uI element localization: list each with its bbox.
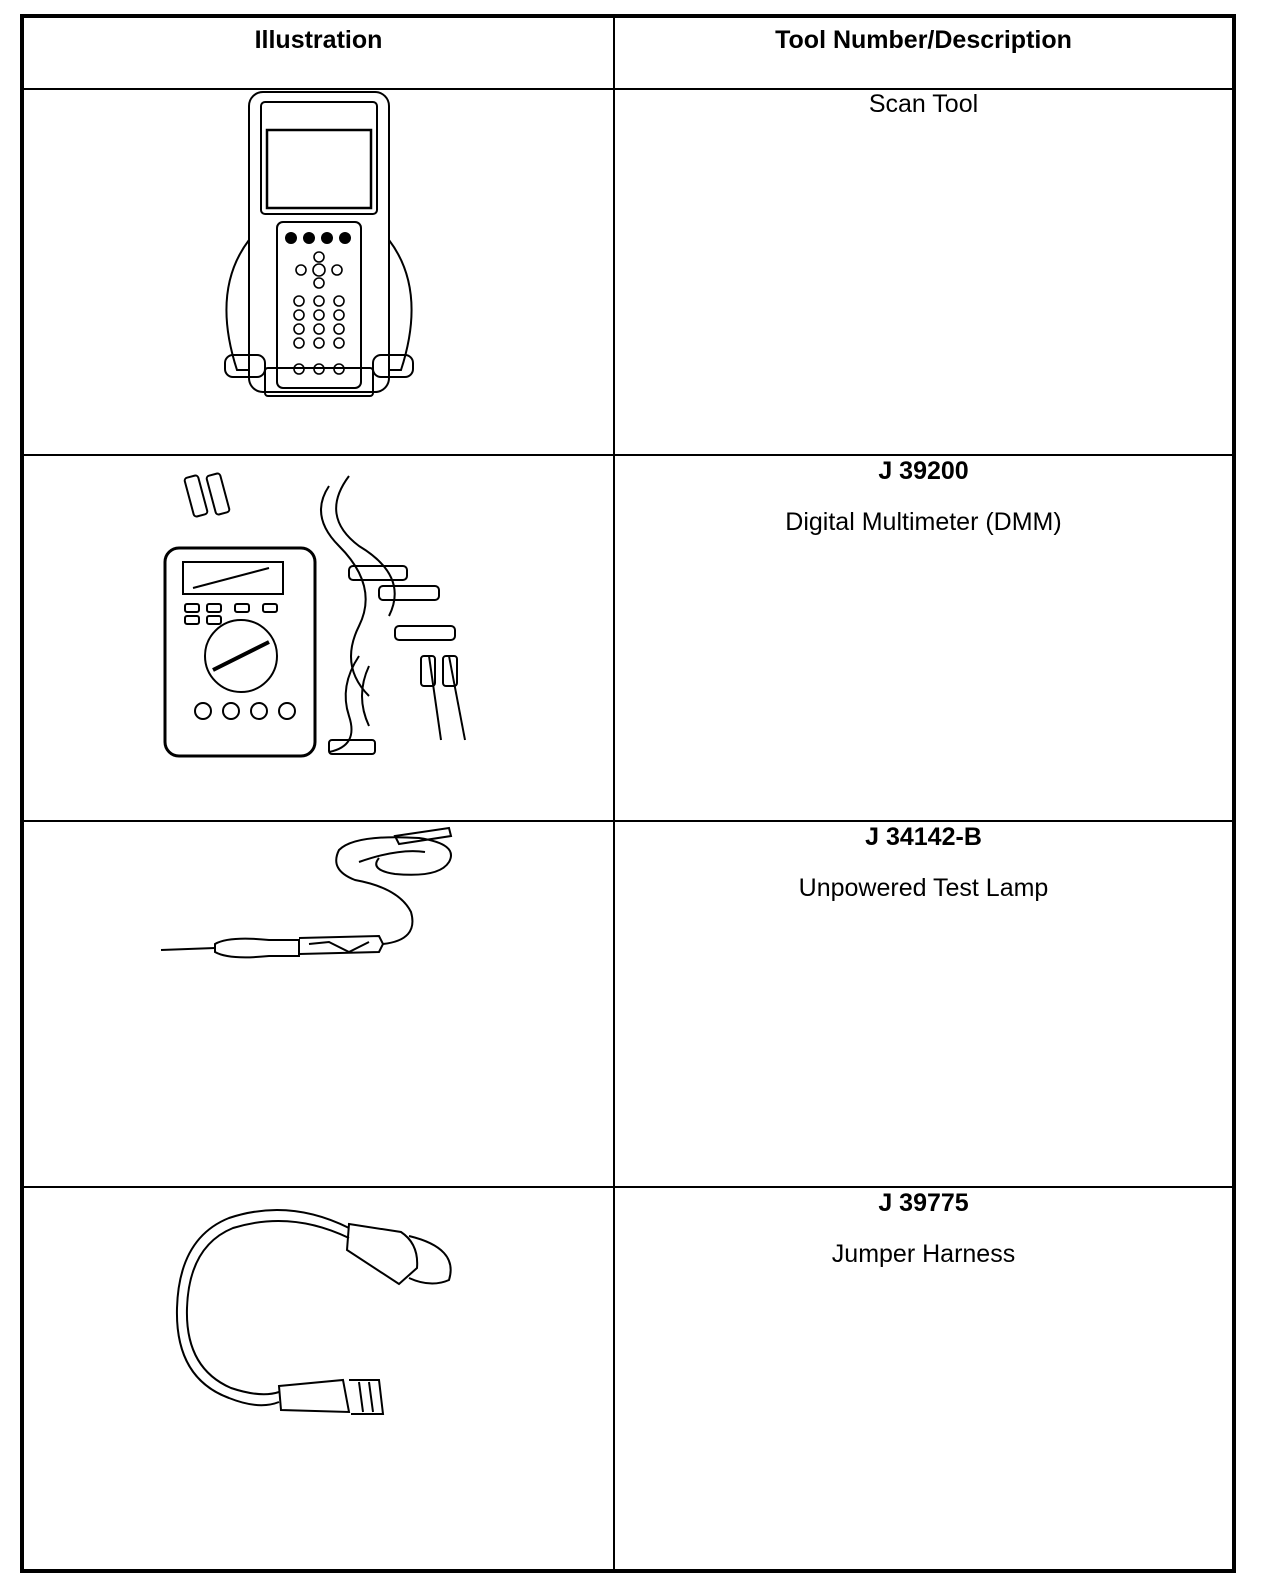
tool-description: Unpowered Test Lamp xyxy=(798,874,1049,902)
table-row: J 39775 Jumper Harness xyxy=(21,1186,1235,1572)
table-header-row: Illustration Tool Number/Description xyxy=(21,15,1235,90)
illustration-cell xyxy=(21,820,615,1188)
special-tools-table: Illustration Tool Number/Description xyxy=(20,14,1236,1573)
illustration-cell xyxy=(21,88,615,456)
scan-tool-illustration xyxy=(223,91,414,397)
description-cell: J 39775 Jumper Harness xyxy=(613,1186,1235,1572)
description-cell: Scan Tool xyxy=(613,88,1235,456)
illustration-cell xyxy=(21,454,615,822)
tool-description: Scan Tool xyxy=(868,90,979,118)
illustration-column-header: Illustration xyxy=(21,15,615,90)
tool-number: J 34142-B xyxy=(865,823,982,851)
description-cell: J 34142-B Unpowered Test Lamp xyxy=(613,820,1235,1188)
tool-number: J 39775 xyxy=(878,1189,969,1217)
description-cell: J 39200 Digital Multimeter (DMM) xyxy=(613,454,1235,822)
table-row: J 34142-B Unpowered Test Lamp xyxy=(21,820,1235,1188)
test-lamp-illustration xyxy=(160,826,452,959)
digital-multimeter-illustration xyxy=(163,472,466,758)
tool-column-header: Tool Number/Description xyxy=(613,15,1235,90)
tool-description: Jumper Harness xyxy=(831,1240,1016,1268)
table-row: Scan Tool xyxy=(21,88,1235,456)
jumper-harness-illustration xyxy=(175,1209,451,1415)
table-row: J 39200 Digital Multimeter (DMM) xyxy=(21,454,1235,822)
tool-number: J 39200 xyxy=(878,457,969,485)
tool-description: Digital Multimeter (DMM) xyxy=(785,508,1062,536)
illustration-cell xyxy=(21,1186,615,1572)
